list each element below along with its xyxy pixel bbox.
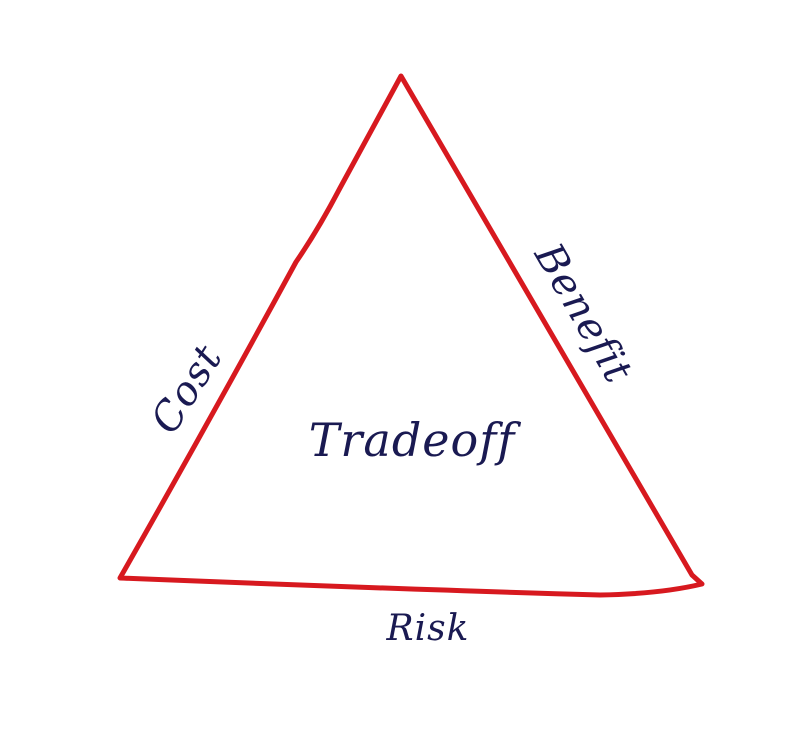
triangle-outline [117,73,705,598]
edge-label-risk: Risk [386,608,470,649]
edge-label-cost: Cost [142,337,232,442]
center-label-tradeoff: Tradeoff [309,413,521,467]
